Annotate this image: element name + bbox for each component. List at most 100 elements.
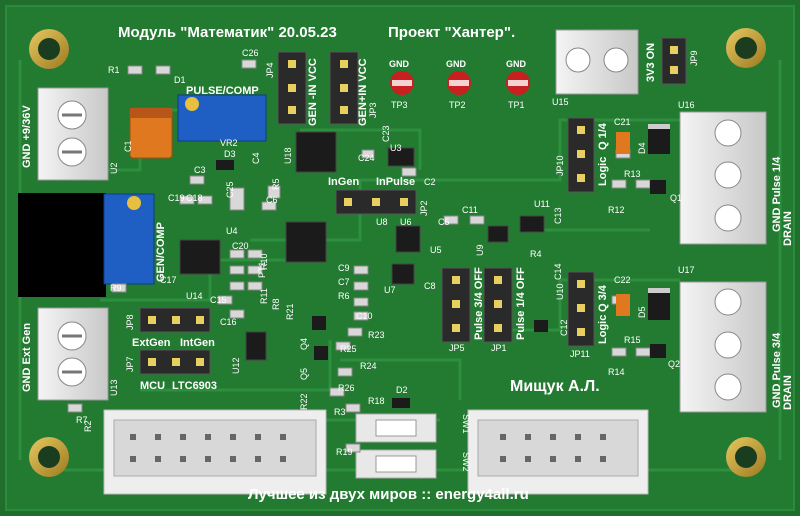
label-r3: R3 — [334, 407, 346, 417]
label-c22: C22 — [614, 275, 631, 285]
label-r12: R12 — [608, 205, 625, 215]
label-jp3: JP3 — [368, 102, 378, 118]
label-c14: C14 — [553, 263, 563, 280]
label-u3: U3 — [390, 143, 402, 153]
switch-sw2 — [355, 449, 437, 479]
label-tp3: TP3 — [391, 100, 408, 110]
label-c8: C8 — [424, 281, 436, 291]
board-title: Модуль "Математик" 20.05.23 — [118, 24, 337, 41]
idc-connector-left — [103, 409, 327, 495]
switch-sw1 — [355, 413, 437, 443]
label-d5: D5 — [637, 306, 647, 318]
label-r1: R1 — [108, 65, 120, 75]
ics — [179, 131, 545, 361]
label-c5: C5 — [438, 217, 450, 227]
label-r13: R13 — [624, 169, 641, 179]
terminal-top-u15 — [555, 29, 639, 95]
pot-vr2 — [177, 94, 267, 142]
label-d1: D1 — [174, 75, 186, 85]
label-gen-in-vcc: GEN -IN VCC — [307, 58, 319, 126]
label-c12: C12 — [559, 319, 569, 336]
label-gnd-power: GND +9/36V — [21, 105, 33, 168]
label-drain-bottom: DRAIN — [782, 375, 794, 410]
smd-parts — [67, 59, 651, 453]
label-c3: C3 — [194, 165, 206, 175]
label-pulse-comp: PULSE/COMP — [186, 85, 259, 97]
label-c17: C17 — [160, 275, 177, 285]
label-r5: R5 — [271, 178, 281, 190]
label-u18: U18 — [283, 147, 293, 164]
label-r18: R18 — [368, 396, 385, 406]
label-jp2: JP2 — [419, 200, 429, 216]
label-c15: C15 — [210, 295, 227, 305]
pot-vr1 — [103, 193, 155, 285]
label-r22: R22 — [299, 393, 309, 410]
label-r26: R26 — [338, 383, 355, 393]
footer-slogan: Лучшее из двух миров :: energy4all.ru — [248, 486, 529, 503]
label-u6: U6 — [400, 217, 412, 227]
label-jp10: JP10 — [555, 155, 565, 176]
label-jp7: JP7 — [125, 356, 135, 372]
label-u12: U12 — [231, 357, 241, 374]
label-d3: D3 — [224, 149, 236, 159]
label-r7: R7 — [76, 415, 88, 425]
label-jp11: JP11 — [570, 349, 590, 359]
label-jp5: JP5 — [449, 343, 465, 353]
label-jp1: JP1 — [491, 343, 507, 353]
label-extgen: ExtGen — [132, 337, 171, 349]
label-r19: R19 — [336, 447, 353, 457]
label-c19: C19 — [168, 193, 185, 203]
label-3v3-on: 3V3 ON — [645, 42, 657, 82]
label-r21: R21 — [285, 303, 295, 320]
label-r6: R6 — [338, 291, 350, 301]
label-c13: C13 — [553, 207, 563, 224]
label-u9: U9 — [475, 244, 485, 256]
label-drain-top: DRAIN — [782, 211, 794, 246]
label-c25: C25 — [225, 181, 235, 198]
label-tp2: TP2 — [449, 100, 466, 110]
label-u17: U17 — [678, 265, 695, 275]
label-d2: D2 — [396, 385, 408, 395]
label-u13: U13 — [109, 379, 119, 396]
label-r15: R15 — [624, 335, 641, 345]
label-r4: R4 — [530, 249, 542, 259]
label-logic-bottom: Logic — [597, 314, 609, 344]
label-gnd-tp2: GND — [446, 59, 466, 69]
diodes — [216, 124, 670, 408]
label-r24: R24 — [360, 361, 377, 371]
testpoints — [390, 71, 530, 95]
label-c11: C11 — [462, 205, 478, 215]
label-c24: C24 — [358, 153, 375, 163]
label-gen-comp: GEN/COMP — [155, 222, 167, 282]
idc-connector-right — [467, 409, 649, 495]
label-c6: C6 — [266, 195, 278, 205]
label-u14: U14 — [186, 291, 203, 301]
label-u2: U2 — [109, 162, 119, 174]
label-jp4: JP4 — [265, 62, 275, 78]
label-q34: Q 3/4 — [597, 285, 609, 312]
label-q5: Q5 — [299, 367, 309, 380]
mounting-holes — [29, 28, 766, 477]
label-tp1: TP1 — [508, 100, 525, 110]
label-q14: Q 1/4 — [597, 123, 609, 150]
label-c26: C26 — [242, 48, 259, 58]
project-name: Проект "Хантер". — [388, 24, 516, 41]
label-q4: Q4 — [299, 337, 309, 350]
label-mcu: MCU — [140, 380, 166, 392]
label-sw1: SW1 — [461, 414, 471, 434]
label-inpulse: InPulse — [376, 176, 416, 188]
label-c9: C9 — [338, 263, 350, 273]
label-u10: U10 — [555, 283, 565, 300]
label-r11: R11 — [259, 288, 269, 304]
label-pulse14off: Pulse 1/4 OFF — [515, 267, 527, 340]
label-r9: R9 — [110, 283, 122, 293]
label-q1: Q1 — [670, 193, 683, 203]
label-c18: C18 — [186, 193, 203, 203]
label-gnd-tp1: GND — [506, 59, 526, 69]
label-r25: R25 — [340, 344, 357, 354]
label-u11: U11 — [534, 199, 550, 209]
author-name: Мищук А.Л. — [510, 378, 600, 395]
label-c20: C20 — [232, 241, 249, 251]
label-logic-top: Logic — [597, 156, 609, 186]
